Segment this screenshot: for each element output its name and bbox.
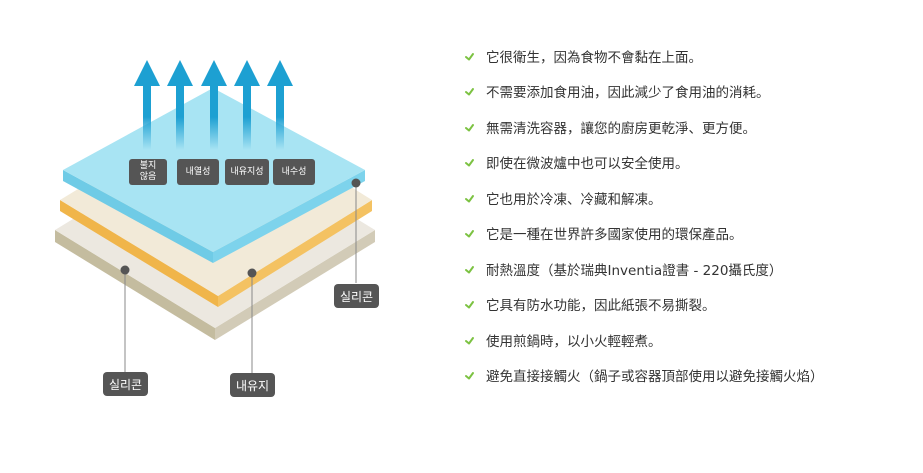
feature-text: 使用煎鍋時，以小火輕輕煮。 [486, 333, 662, 350]
feature-list: 它很衛生，因為食物不會黏在上面。不需要添加食用油，因此減少了食用油的消耗。無需清… [464, 38, 824, 393]
feature-item: 無需清洗容器，讓您的廚房更乾淨、更方便。 [464, 109, 824, 145]
check-icon [465, 336, 474, 345]
property-tag-grease-resistance: 내유지성 [225, 159, 269, 185]
check-icon [465, 123, 474, 132]
feature-text: 它很衛生，因為食物不會黏在上面。 [486, 49, 702, 66]
label-silicone-top: 실리콘 [334, 284, 379, 308]
feature-item: 它也用於冷凍、冷藏和解凍。 [464, 180, 824, 216]
property-tag-heat-resistance: 내열성 [177, 159, 219, 185]
callout-dots [120, 178, 361, 278]
check-icon [465, 52, 474, 61]
feature-item: 它是一種在世界許多國家使用的環保產品。 [464, 216, 824, 252]
feature-text: 它具有防水功能，因此紙張不易撕裂。 [486, 298, 716, 315]
property-tag-water-resistance: 내수성 [273, 159, 315, 185]
feature-item: 即使在微波爐中也可以安全使用。 [464, 145, 824, 181]
up-arrow-icon [234, 60, 260, 150]
check-icon [465, 301, 474, 309]
feature-item: 耐熱溫度（基於瑞典Inventia證書 - 220攝氏度） [464, 251, 824, 287]
label-grease-proof-paper: 내유지 [230, 373, 275, 397]
check-icon [465, 265, 474, 274]
up-arrow-icon [134, 60, 160, 150]
feature-text: 耐熱溫度（基於瑞典Inventia證書 - 220攝氏度） [486, 262, 783, 279]
feature-item: 避免直接接觸火（鍋子或容器頂部使用以避免接觸火焰） [464, 358, 824, 394]
feature-text: 不需要添加食用油，因此減少了食用油的消耗。 [486, 85, 770, 102]
check-icon [465, 159, 474, 167]
check-icon [465, 194, 474, 203]
up-arrow-icon [201, 60, 227, 150]
check-icon [465, 372, 474, 380]
feature-text: 它也用於冷凍、冷藏和解凍。 [486, 191, 662, 208]
up-arrow-icon [167, 60, 193, 150]
feature-text: 無需清洗容器，讓您的廚房更乾淨、更方便。 [486, 120, 756, 137]
callout-lines [124, 183, 357, 373]
check-icon [465, 88, 474, 96]
label-silicone-bottom: 실리콘 [103, 372, 148, 396]
feature-text: 避免直接接觸火（鍋子或容器頂部使用以避免接觸火焰） [486, 369, 824, 386]
paper-layer-diagram [55, 60, 375, 373]
up-arrow-icon [267, 60, 293, 150]
property-tag-non-stick: 불지 않음 [129, 159, 167, 185]
feature-item: 不需要添加食用油，因此減少了食用油的消耗。 [464, 74, 824, 110]
feature-item: 它很衛生，因為食物不會黏在上面。 [464, 38, 824, 74]
feature-item: 它具有防水功能，因此紙張不易撕裂。 [464, 287, 824, 323]
check-icon [465, 230, 474, 238]
feature-item: 使用煎鍋時，以小火輕輕煮。 [464, 322, 824, 358]
feature-text: 即使在微波爐中也可以安全使用。 [486, 156, 689, 173]
moisture-arrows [134, 60, 293, 150]
feature-text: 它是一種在世界許多國家使用的環保產品。 [486, 227, 743, 244]
